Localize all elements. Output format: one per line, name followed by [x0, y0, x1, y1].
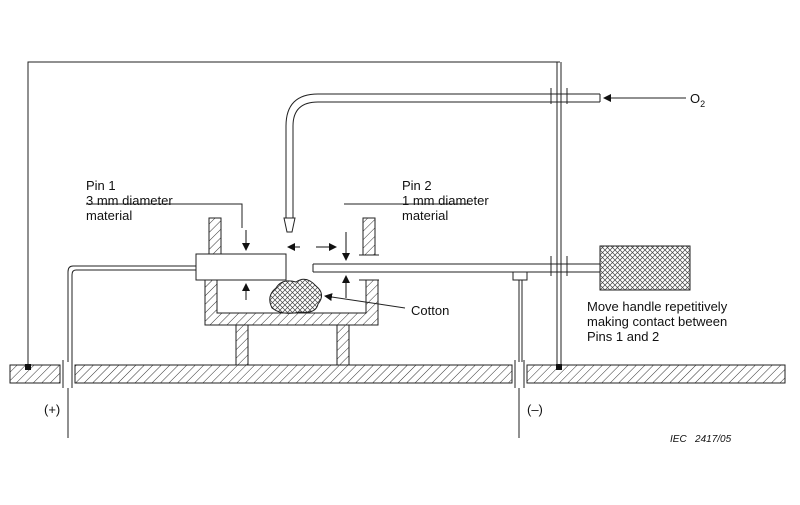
pin2-label: Pin 2 1 mm diameter material: [402, 178, 492, 223]
right-terminal-dot: [556, 364, 562, 370]
base-bushings: [62, 360, 525, 388]
negative-label: (–): [527, 402, 543, 417]
left-upright: [208, 217, 222, 256]
cotton-leader: [324, 293, 406, 309]
pin1-label: Pin 1 3 mm diameter material: [86, 178, 176, 223]
pin1-block: [195, 253, 287, 281]
oxygen-label: O2: [690, 91, 705, 109]
pivot-block: [512, 271, 528, 281]
base-plate: [9, 364, 786, 384]
handle: [599, 245, 691, 291]
oxygen-tube: [283, 93, 601, 233]
right-leg: [336, 324, 350, 366]
right-post: [550, 62, 568, 365]
pin2-rod: [312, 263, 600, 273]
left-leg: [235, 324, 249, 366]
pin1-lead: [67, 265, 196, 362]
cotton-label: Cotton: [411, 303, 449, 318]
frame-wire: [27, 61, 560, 364]
positive-label: (+): [44, 402, 60, 417]
right-upright: [362, 217, 376, 256]
figure-reference: IEC 2417/05: [670, 434, 732, 445]
cotton-sample: [269, 278, 322, 314]
left-terminal-dot: [25, 364, 31, 370]
pin1-leader: [86, 203, 243, 228]
handle-instruction: Move handle repetitively making contact …: [587, 299, 731, 344]
